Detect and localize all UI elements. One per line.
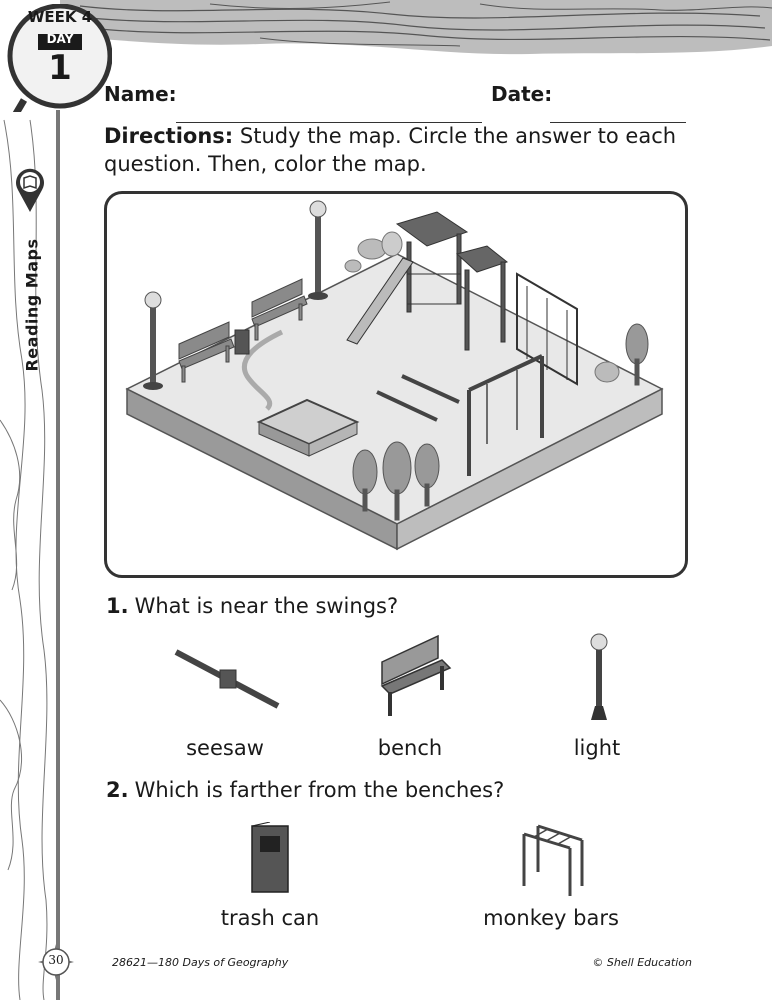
seesaw-map [376,374,460,422]
footer-book-title: 28621—180 Days of Geography [112,956,289,969]
swings-map [467,354,544,476]
playground-map [104,191,688,578]
trash-can-icon[interactable] [250,822,290,894]
directions-lead: Directions: [104,124,234,148]
seesaw-icon[interactable] [170,640,285,715]
day-number: 1 [48,48,72,88]
map-pin-icon [16,168,44,212]
playground-illustration [125,200,664,551]
question-number: 1. [106,594,129,618]
question-1: 1.What is near the swings? [106,594,398,618]
footer-publisher: © Shell Education [592,956,692,969]
bench-icon[interactable] [378,632,458,720]
topographic-header-band [60,0,772,55]
answer-seesaw[interactable]: seesaw [186,736,264,760]
day-label: DAY [46,32,74,46]
sandbox-map [256,398,360,457]
lamp-post-map-2 [143,291,163,390]
lamp-post-map-1 [308,200,328,300]
question-2: 2.Which is farther from the benches? [106,778,504,802]
date-field[interactable] [550,104,686,123]
monkey-bars-icon[interactable] [520,816,586,898]
trees-map [352,323,649,521]
trash-can-map [234,329,250,355]
answer-bench[interactable]: bench [377,736,443,760]
week-label: WEEK 4 [27,8,93,26]
section-label-text: Reading Maps [22,238,42,372]
question-number: 2. [106,778,129,802]
question-text: What is near the swings? [134,594,399,618]
play-structure-map [346,211,578,386]
directions: Directions: Study the map. Circle the an… [104,122,704,178]
topographic-side-band [0,110,60,1000]
week-day-badge [7,4,112,112]
answer-monkey-bars[interactable]: monkey bars [483,906,619,930]
section-label: Reading Maps [14,230,50,380]
bench-map-1 [251,278,308,341]
date-label: Date: [491,82,553,106]
name-field[interactable] [176,104,482,123]
compass-rose-icon [38,944,74,980]
page-number: 30 [48,953,64,967]
lamp-post-icon[interactable] [585,632,613,722]
answer-trash-can[interactable]: trash can [220,906,320,930]
bench-map-2 [178,321,235,383]
name-label: Name: [104,82,177,106]
directions-text: Study the map. Circle the answer to each… [104,124,677,176]
answer-light[interactable]: light [573,736,621,760]
question-text: Which is farther from the benches? [134,778,505,802]
